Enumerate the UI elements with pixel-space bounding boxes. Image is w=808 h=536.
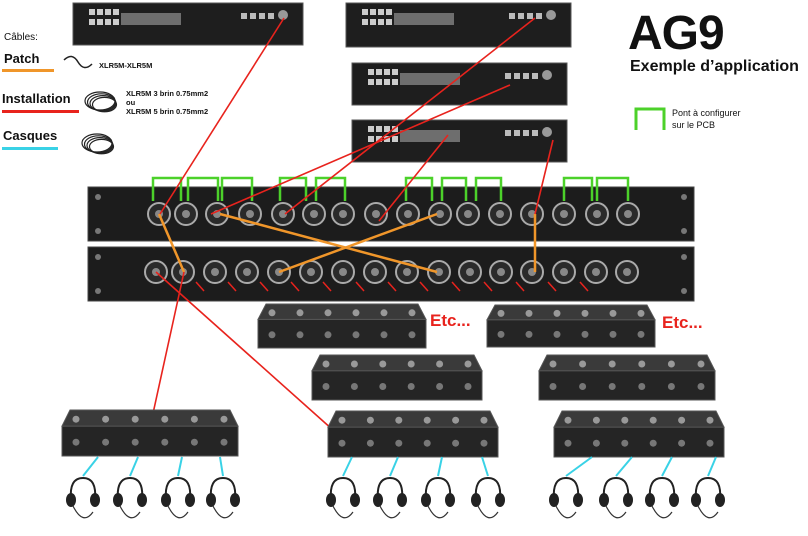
headset-icon (549, 476, 583, 519)
casques-cable (707, 456, 717, 477)
unit-top-center-1 (345, 2, 572, 48)
installation-stub (579, 281, 589, 292)
installation-cable (534, 139, 554, 215)
casques-cable (661, 456, 673, 477)
headset-icon (66, 476, 100, 519)
casques-cable (615, 456, 633, 477)
pcb-bridge (562, 176, 594, 201)
pcb-bridge (186, 176, 220, 201)
bridge-legend-line2: sur le PCB (672, 120, 716, 130)
installation-cable (284, 17, 536, 215)
bridge-legend-line1: Pont à configurer (672, 108, 741, 118)
installation-stub (322, 281, 332, 292)
headset-icon (471, 476, 505, 519)
headset-icon (599, 476, 633, 519)
installation-stub (515, 281, 525, 292)
headset-icon (691, 476, 725, 519)
patch-cable (278, 212, 438, 274)
installation-stub (451, 281, 461, 292)
master-unit-top-left (72, 2, 304, 46)
casques-cable (177, 456, 183, 477)
splitter-box (553, 410, 725, 458)
bridge-legend-symbol (634, 107, 666, 130)
legend-installation-line (2, 110, 79, 113)
legend-casques-line (2, 147, 58, 150)
installation-cable (151, 271, 185, 419)
installation-stub (355, 281, 365, 292)
splitter-box (486, 304, 656, 348)
legend-casques-label: Casques (3, 128, 58, 143)
patch-cable (219, 212, 438, 274)
etc-label-1: Etc... (430, 311, 471, 330)
headset-icon (326, 476, 360, 519)
installation-stub (227, 281, 237, 292)
headset-icon (645, 476, 679, 519)
casques-cable (437, 456, 443, 477)
unit-top-center-2 (351, 62, 568, 106)
splitter-box (257, 303, 427, 349)
patch-cable (157, 213, 186, 273)
casques-cable (389, 456, 399, 477)
pcb-bridge (151, 176, 183, 201)
casques-cable (129, 456, 139, 477)
headset-icon (373, 476, 407, 519)
installation-stub (483, 281, 493, 292)
splitter-box (311, 354, 483, 401)
legend-installation-label: Installation (2, 91, 71, 106)
unit-top-center-3 (351, 119, 568, 163)
casques-cable-icon (81, 133, 115, 155)
casques-cable (565, 456, 593, 477)
pcb-bridge (595, 176, 630, 201)
installation-cable (210, 84, 511, 215)
headset-icon (206, 476, 240, 519)
casques-cable (342, 456, 353, 477)
legend-patch-line (2, 69, 54, 72)
patch-cable-label: XLR5M-XLR5M (99, 61, 153, 70)
installation-cable (159, 17, 285, 215)
headset-icon (161, 476, 195, 519)
pcb-bridge (220, 176, 254, 201)
installation-stub (290, 281, 300, 292)
installation-cable-label-2: XLR5M 5 brin 0.75mm2 (126, 107, 209, 116)
installation-stub (387, 281, 397, 292)
installation-cable (155, 271, 334, 431)
splitter-box (538, 354, 716, 401)
diagram-title: AG9 (628, 7, 725, 60)
diagram-subtitle: Exemple d’application (630, 58, 799, 75)
legend-patch-label: Patch (4, 51, 40, 66)
splitter-box (61, 409, 239, 457)
installation-stub (547, 281, 557, 292)
splitter-box (327, 410, 499, 458)
installation-cable-icon (84, 91, 118, 113)
pcb-bridge (440, 176, 468, 201)
patch-cable-icon (63, 55, 93, 69)
etc-label-2: Etc... (662, 313, 703, 332)
installation-cable-label-1: XLR5M 3 brin 0.75mm2 (126, 89, 209, 98)
cables-legend-header: Câbles: (4, 32, 38, 43)
headset-icon (421, 476, 455, 519)
installation-cable-label-or: ou (126, 98, 136, 107)
bridge-legend-text: Pont à configurer sur le PCB (672, 107, 792, 131)
installation-stub (259, 281, 269, 292)
headset-icon (113, 476, 147, 519)
casques-cable (82, 456, 99, 477)
pcb-bridge (404, 176, 434, 201)
installation-stub (195, 281, 205, 292)
installation-cable (378, 134, 449, 222)
installation-stub (419, 281, 429, 292)
casques-cable (219, 456, 224, 477)
casques-cable (481, 456, 489, 477)
pcb-bridge (474, 176, 503, 201)
